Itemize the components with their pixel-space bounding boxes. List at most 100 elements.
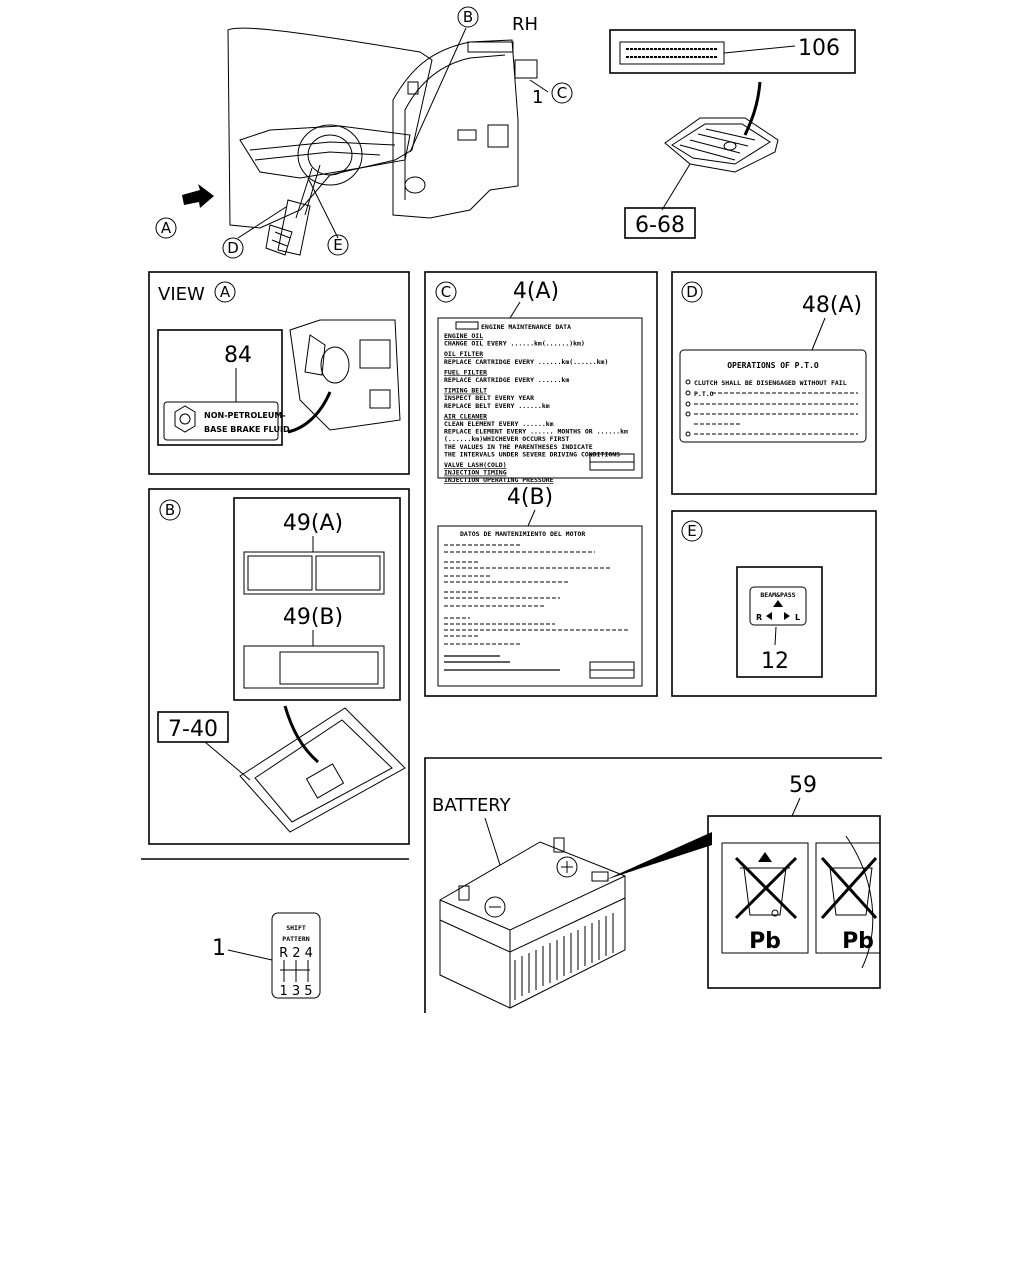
label-49a — [243, 551, 385, 595]
label-4b-title: DATOS DE MANTENIMIENTO DEL MOTOR — [460, 530, 585, 538]
labels-49-frame — [233, 497, 401, 701]
battery-panel-border — [424, 757, 882, 1013]
part-12: 12 — [761, 649, 789, 674]
minus-terminal-icon — [484, 896, 506, 918]
label-84-line1: NON-PETROLEUM- — [204, 411, 286, 420]
rh-label: RH — [512, 14, 538, 35]
label-4a-line: THE VALUES IN THE PARENTHESES INDICATE — [444, 443, 593, 451]
label-4a-line: REPLACE CARTRIDGE EVERY ......km(......k… — [444, 358, 608, 366]
recycle-label-2: Pb — [815, 835, 881, 969]
part-number-1-top: 1 — [532, 87, 543, 108]
panel-b — [148, 488, 410, 845]
label-12-frame — [736, 566, 823, 678]
panel-c — [424, 271, 658, 697]
beam-pass-switch — [749, 586, 807, 626]
switch-r: R — [756, 613, 762, 622]
label-4a-line: OIL FILTER — [444, 350, 483, 358]
up-arrow-icon — [773, 600, 783, 607]
label-48a-line2: P.T.O — [694, 390, 714, 398]
svg-text:E: E — [333, 236, 342, 254]
left-arrow-icon — [766, 612, 772, 620]
glovebox-illustration — [204, 705, 406, 833]
recycle-arrow-icon — [758, 852, 772, 862]
battery-label: BATTERY — [432, 795, 512, 816]
label-48a-title: OPERATIONS OF P.T.O — [727, 361, 819, 370]
recycle-label-1: Pb — [721, 842, 809, 954]
pb-text-2: Pb — [842, 929, 874, 954]
plus-terminal-icon — [556, 856, 578, 878]
label-4a-line: INJECTION OPERATING PRESSURE — [444, 476, 554, 484]
panel-b-circle: B — [159, 499, 181, 521]
svg-text:A: A — [161, 219, 172, 237]
vent-illustration — [661, 81, 779, 211]
panel-d-circle: D — [681, 281, 703, 303]
part-59: 59 — [789, 773, 817, 798]
label-4b-lines — [444, 544, 630, 671]
shift-pattern-label — [271, 912, 321, 999]
svg-text:D: D — [686, 283, 698, 301]
label-4a-line: CLEAN ELEMENT EVERY ......km — [444, 420, 554, 428]
label-84-frame — [157, 329, 283, 446]
shift-line1: SHIFT — [286, 924, 306, 932]
part-4a: 4(A) — [513, 279, 559, 304]
label-48a-line1: CLUTCH SHALL BE DISENGAGED WITHOUT FAIL — [694, 379, 847, 387]
part-49b: 49(B) — [283, 605, 343, 630]
view-a-title: VIEW — [158, 284, 205, 305]
label-4a-line: REPLACE ELEMENT EVERY ...... MONTHS OR .… — [444, 428, 628, 436]
label-4a-line: REPLACE CARTRIDGE EVERY ......km — [444, 376, 569, 384]
ref-6-68: 6-68 — [624, 207, 696, 239]
panel-c-circle: C — [435, 281, 457, 303]
part-4b: 4(B) — [507, 485, 553, 510]
callout-b-top: B — [457, 6, 479, 28]
label-4a-line: INSPECT BELT EVERY YEAR — [444, 394, 534, 402]
label-4a-line: FUEL FILTER — [444, 368, 487, 376]
callout-c-top: C — [551, 82, 573, 104]
svg-text:D: D — [227, 239, 239, 257]
shift-top: R 2 4 — [279, 946, 313, 961]
panel-e-circle: E — [681, 520, 703, 542]
part-84: 84 — [224, 343, 252, 368]
beam-pass-text: BEAM&PASS — [760, 591, 795, 599]
part-1-shift: 1 — [212, 936, 226, 961]
svg-text:C: C — [557, 84, 567, 102]
label-49b — [243, 645, 385, 689]
callout-a-top: A — [155, 217, 177, 239]
label-59-frame — [707, 815, 881, 989]
svg-text:106: 106 — [798, 36, 840, 61]
cab-illustration — [182, 27, 549, 256]
label-4a-line: (......km)WHICHEVER OCCURS FIRST — [444, 435, 569, 443]
label-4a-line: REPLACE BELT EVERY ......km — [444, 402, 550, 410]
label-48a — [679, 349, 867, 443]
view-a-circle: A — [214, 281, 236, 303]
callout-d-top: D — [222, 237, 244, 259]
switch-l: L — [795, 613, 800, 622]
label-4b — [437, 525, 643, 687]
label-4a-line: VALVE LASH(COLD) — [444, 461, 507, 469]
right-arrow-icon — [784, 612, 790, 620]
svg-text:B: B — [165, 501, 175, 519]
label-4a — [437, 317, 643, 479]
label-84-line2: BASE BRAKE FLUID — [204, 425, 290, 434]
view-a-panel — [148, 271, 410, 475]
label-4a-line: INJECTION TIMING — [444, 469, 507, 477]
label-4a-title: ENGINE MAINTENANCE DATA — [481, 323, 571, 331]
ref-7-40: 7-40 — [157, 711, 229, 743]
svg-text:E: E — [687, 522, 696, 540]
label-4a-line: TIMING BELT — [444, 387, 487, 395]
label-106: 106 — [609, 29, 856, 74]
svg-text:C: C — [441, 283, 451, 301]
shift-line2: PATTERN — [282, 935, 309, 943]
battery-side-ribs — [514, 913, 614, 1000]
callout-e-top: E — [327, 234, 349, 256]
label-4a-line: CHANGE OIL EVERY ......km(......)km) — [444, 340, 585, 348]
label-4a-line: THE INTERVALS UNDER SEVERE DRIVING CONDI… — [444, 450, 620, 458]
brake-reservoir-illustration — [287, 319, 401, 434]
shift-bottom: 1 3 5 — [279, 984, 312, 999]
label-4a-line: ENGINE OIL — [444, 332, 483, 340]
part-48a: 48(A) — [802, 293, 862, 318]
label-4a-line: AIR CLEANER — [444, 412, 487, 420]
svg-text:A: A — [220, 283, 231, 301]
panel-d — [671, 271, 877, 495]
